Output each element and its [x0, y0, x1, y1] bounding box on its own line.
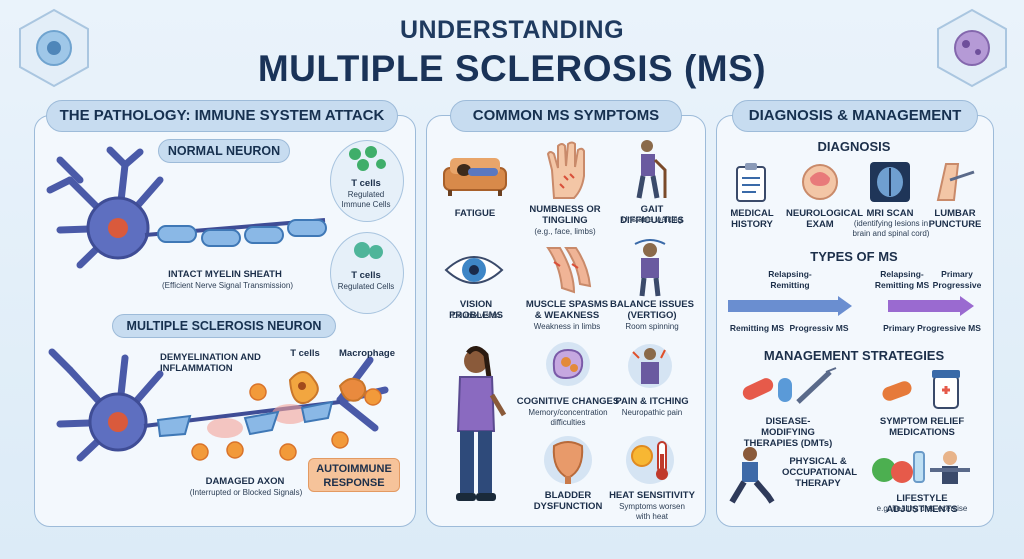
heat-thermometer-icon — [626, 436, 674, 484]
cell-hex-icon — [19, 8, 89, 88]
mgmt-lifestyle: LIFESTYLE ADJUSTMENTS — [886, 493, 958, 515]
mgmt-lifestyle-sub: e.g. healthy diet, exercise — [876, 504, 968, 513]
symptom-spasms-sub: Weakness in limbs — [533, 322, 601, 331]
title-line1: UNDERSTANDING — [399, 16, 625, 44]
woman-figure-illustration — [456, 346, 507, 501]
type-bottom-2: Progressiv MS — [789, 323, 849, 333]
damaged-axon-label: DAMAGED AXON — [205, 476, 285, 487]
type-top-1: Relapsing-Remitting — [768, 269, 812, 290]
symptom-numbness: NUMBNESS OR TINGLING — [529, 204, 601, 226]
cane-walking-icon — [636, 140, 667, 199]
tcells1-title: T cells — [351, 178, 381, 189]
hand-tingling-icon — [546, 141, 585, 199]
type-bottom-3: Primary Progressive MS — [883, 323, 981, 333]
symptom-spasms: MUSCLE SPASMS & WEAKNESS — [525, 299, 609, 321]
medication-bottle-icon — [882, 370, 960, 409]
symptom-vision-sub: Double vision — [451, 311, 501, 320]
ms-neuron-illustration — [48, 348, 389, 462]
diag-neuro-exam: NEUROLOGICAL EXAM — [786, 208, 864, 230]
mgmt-physical-therapy: PHYSICAL & OCCUPATIONAL THERAPY — [782, 456, 858, 489]
symptom-balance-sub: Room spinning — [625, 322, 679, 331]
symptom-cognitive: COGNITIVE CHANGES — [516, 396, 620, 407]
leg-spasm-icon — [546, 247, 592, 294]
symptom-bladder: BLADDER DYSFUNCTION — [533, 490, 603, 512]
tcells-regulated-bubble — [330, 140, 404, 222]
symptom-vision: VISION PROBLEMS — [449, 299, 503, 321]
symptom-pain: PAIN & ITCHING — [615, 396, 689, 407]
tcells-teal-icon — [354, 242, 383, 259]
ms-neuron-title: MULTIPLE SCLEROSIS NEURON — [112, 314, 336, 338]
symptoms-header: COMMON MS SYMPTOMS — [450, 100, 682, 132]
demyelination-label: DEMYELINATION AND INFLAMMATION — [160, 352, 261, 374]
tcells2-sub: Regulated Cells — [337, 282, 395, 291]
macrophage-label: Macrophage — [339, 348, 395, 359]
tcells-green-icon — [349, 146, 386, 171]
diagnosis-title: DIAGNOSIS — [817, 139, 891, 154]
diag-mri-sub: (identifying lesions in brain and spinal… — [852, 219, 930, 238]
symptom-fatigue: FATIGUE — [454, 208, 496, 219]
symptom-heat: HEAT SENSITIVITY — [609, 490, 695, 501]
normal-neuron-title: NORMAL NEURON — [158, 139, 290, 163]
title-line2: MULTIPLE SCLEROSIS (MS) — [257, 48, 767, 89]
ms-tcells-label: T cells — [290, 348, 320, 359]
type-top-2: Relapsing-Remitting MS — [874, 269, 930, 290]
head-brain-icon — [802, 164, 838, 200]
symptom-gait: GAIT DIFFICULTIES — [620, 204, 684, 226]
tcells1-sub: Regulated Immune Cells — [341, 190, 391, 209]
types-title: TYPES OF MS — [810, 249, 898, 264]
mgmt-title: MANAGEMENT STRATEGIES — [763, 348, 945, 363]
pills-syringe-icon — [742, 367, 837, 404]
symptom-gait-sub: Unstable walking — [621, 215, 683, 224]
physical-therapy-icon — [729, 447, 775, 504]
myelin-sheath-sub: (Efficient Nerve Signal Transmission) — [161, 281, 293, 290]
type-bottom-1: Remitting MS — [729, 323, 785, 333]
brain-gears-icon — [546, 342, 590, 386]
symptom-numbness-sub: (e.g., face, limbs) — [534, 227, 596, 236]
virus-hex-icon — [937, 8, 1007, 88]
clipboard-icon — [736, 163, 766, 202]
sofa-icon — [443, 158, 507, 196]
pathology-header: THE PATHOLOGY: IMMUNE SYSTEM ATTACK — [46, 100, 398, 132]
eye-icon — [444, 256, 504, 284]
symptom-heat-sub: Symptoms worsen with heat — [619, 502, 685, 521]
diagnosis-header: DIAGNOSIS & MANAGEMENT — [732, 100, 978, 132]
diag-mri: MRI SCAN — [866, 208, 914, 219]
bladder-icon — [544, 436, 592, 484]
tcells2-title: T cells — [351, 270, 381, 281]
symptom-cognitive-sub: Memory/concentration difficulties — [528, 408, 608, 427]
mgmt-dmts: DISEASE-MODIFYING THERAPIES (DMTs) — [743, 416, 833, 449]
ms-types-arrows — [728, 296, 974, 316]
vertigo-icon — [634, 239, 666, 297]
mri-scan-icon — [870, 162, 910, 202]
damaged-axon-sub: (Interrupted or Blocked Signals) — [189, 488, 303, 497]
type-top-3: Primary Progressive — [932, 269, 982, 290]
autoimmune-response-badge: AUTOIMMUNE RESPONSE — [308, 458, 400, 492]
symptom-pain-sub: Neuropathic pain — [621, 408, 683, 417]
spine-needle-icon — [936, 163, 975, 201]
mgmt-symptom-relief: SYMPTOM RELIEF MEDICATIONS — [879, 416, 965, 438]
pain-itching-icon — [628, 344, 672, 388]
normal-neuron-illustration — [46, 146, 327, 269]
myelin-sheath-label: INTACT MYELIN SHEATH — [168, 269, 282, 280]
diag-lumbar: LUMBAR PUNCTURE — [928, 208, 982, 230]
healthy-food-icon — [872, 451, 970, 484]
symptom-balance: BALANCE ISSUES (VERTIGO) — [610, 299, 694, 321]
diag-medical-history: MEDICAL HISTORY — [730, 208, 774, 230]
